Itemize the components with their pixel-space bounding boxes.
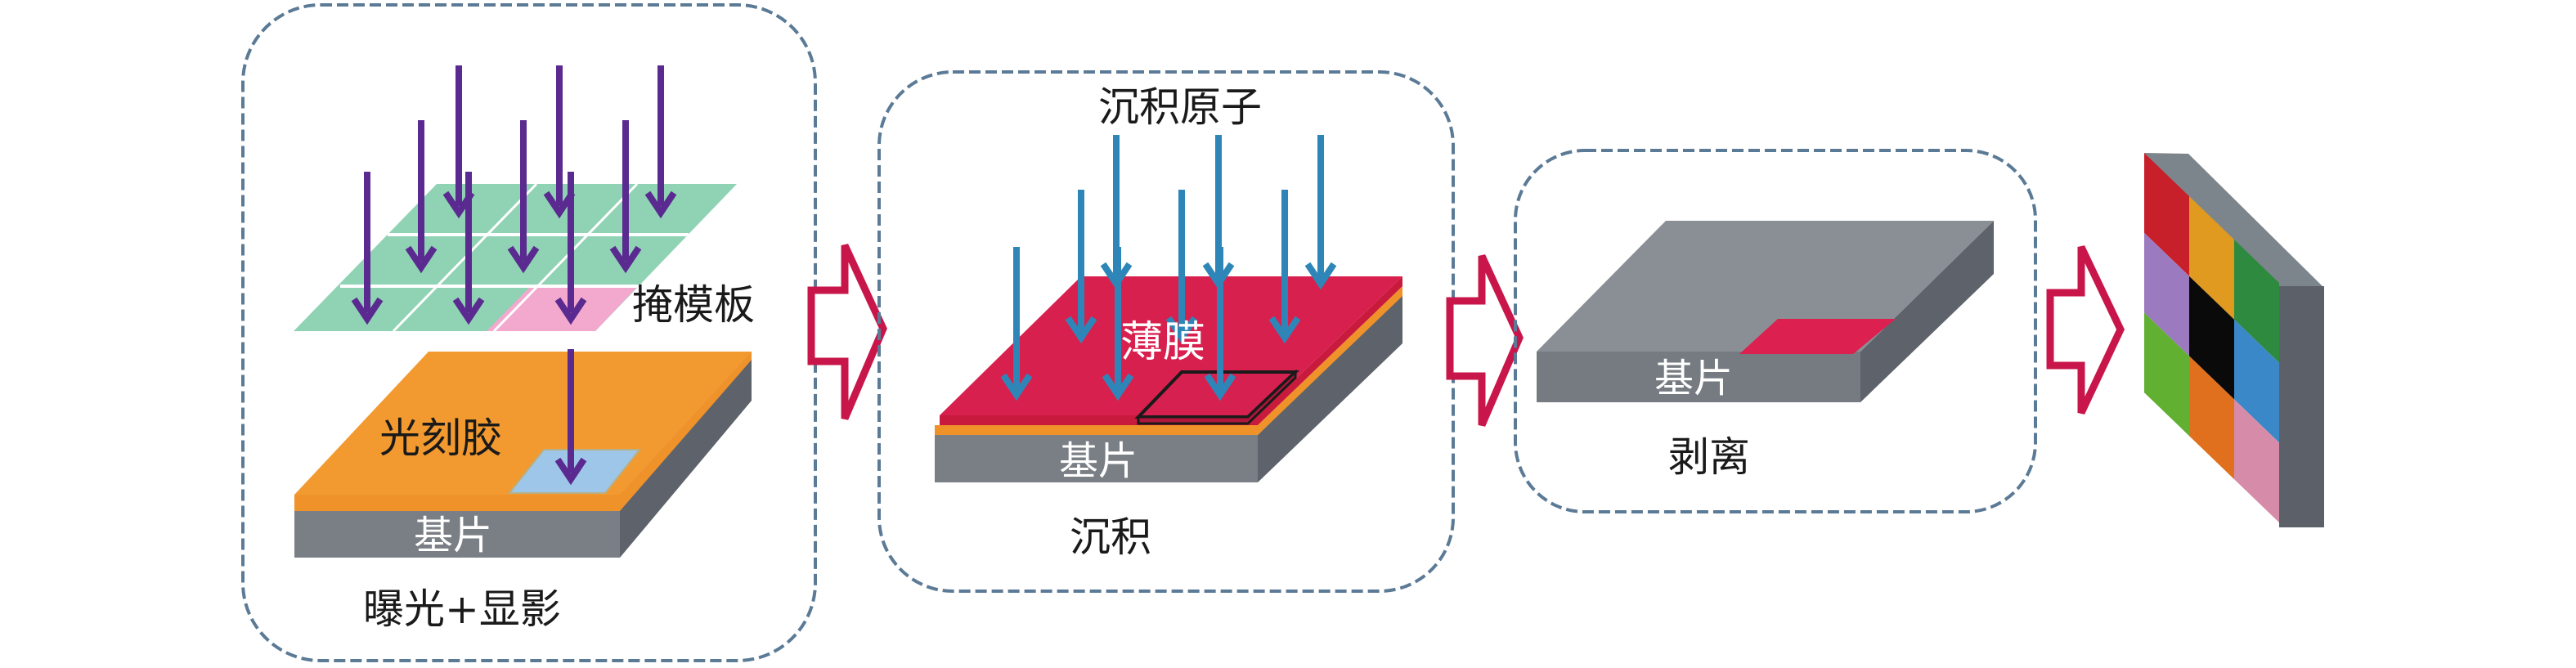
substrate-front-face xyxy=(935,435,1258,482)
film-edge xyxy=(940,276,1402,425)
step-exposure: 掩模板 光刻胶 基片 曝光+显影 xyxy=(241,3,817,662)
photoresist-label: 光刻胶 xyxy=(379,415,502,462)
step-caption-deposition: 沉积 xyxy=(1070,513,1151,561)
array-side-face xyxy=(2279,286,2324,527)
substrate-label: 基片 xyxy=(1059,438,1138,484)
substrate-label: 基片 xyxy=(1654,356,1733,401)
step-caption-liftoff: 剥离 xyxy=(1668,433,1750,481)
atom-arrow xyxy=(1165,190,1198,344)
substrate-side-face xyxy=(1258,294,1402,482)
film-substrate-slab xyxy=(935,276,1402,482)
pixel-grid xyxy=(2144,153,2279,523)
flow-arrow-2 xyxy=(1446,254,1524,427)
atom-arrow xyxy=(1000,247,1033,401)
array-top-face xyxy=(2144,153,2324,288)
pixel-cell xyxy=(2234,399,2279,523)
uv-arrow xyxy=(507,120,540,274)
atom-arrows xyxy=(1000,135,1337,401)
atom-arrow xyxy=(1268,190,1301,344)
uv-light-arrows xyxy=(351,65,677,486)
flow-arrow-3 xyxy=(2046,245,2125,415)
mask-label: 掩模板 xyxy=(632,281,755,329)
substrate-front-face xyxy=(294,509,620,558)
atom-arrow xyxy=(1204,247,1236,401)
substrate-front-face xyxy=(1537,352,1860,402)
uv-arrow xyxy=(554,172,587,325)
pixel-cell xyxy=(2144,312,2189,437)
uv-arrow xyxy=(644,65,677,219)
substrate-side-face xyxy=(1860,221,1994,402)
substrate-label: 基片 xyxy=(414,513,492,558)
uv-arrow-through-mask xyxy=(554,349,587,486)
photoresist-edge xyxy=(294,352,752,511)
uv-arrow xyxy=(405,120,438,274)
film-pattern xyxy=(1739,319,1896,354)
pixel-cell xyxy=(2144,153,2189,276)
substrate-side-face xyxy=(620,352,752,558)
step-caption-exposure: 曝光+显影 xyxy=(363,585,561,633)
uv-arrow xyxy=(452,172,485,325)
pixel-cell xyxy=(2189,276,2234,400)
pixel-cell xyxy=(2189,356,2234,480)
substrate-slab xyxy=(1537,221,1994,402)
step-frame-liftoff xyxy=(1514,149,2037,513)
pixel-cell xyxy=(2234,240,2279,363)
patterned-region-edge xyxy=(1137,369,1297,425)
atom-arrow xyxy=(1304,135,1337,290)
uv-arrow xyxy=(351,172,384,325)
atoms-label: 沉积原子 xyxy=(1098,83,1262,131)
pixel-cell xyxy=(2189,196,2234,320)
mask-grid-line xyxy=(492,182,639,333)
step-frame-exposure xyxy=(241,3,817,662)
step-liftoff: 基片 剥离 xyxy=(1514,149,2037,513)
atom-arrow xyxy=(1065,190,1097,344)
photoresist-substrate-slab xyxy=(294,352,752,558)
film-label: 薄膜 xyxy=(1120,318,1205,367)
flow-arrow-1 xyxy=(807,244,887,420)
pixel-cell xyxy=(2234,319,2279,443)
pixel-cell xyxy=(2144,232,2189,356)
atom-arrow xyxy=(1102,247,1134,401)
step-deposition: 沉积原子 薄膜 基片 沉积 xyxy=(877,70,1455,593)
mask-grid-line xyxy=(392,182,538,333)
step-result xyxy=(2144,153,2324,527)
photoresist-top-face xyxy=(294,352,752,495)
uv-arrow xyxy=(609,120,642,274)
